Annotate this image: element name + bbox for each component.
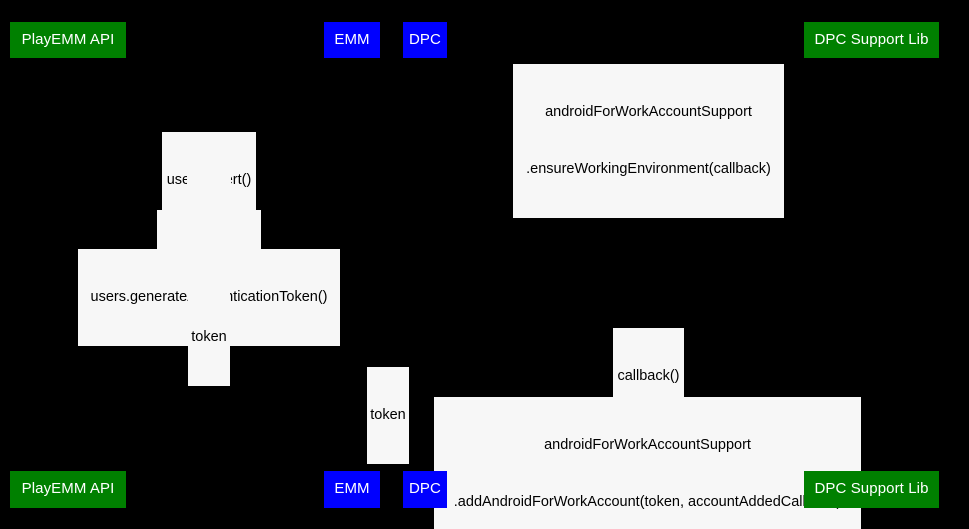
message-line-1: callback(): [617, 368, 680, 384]
message-line-1: androidForWorkAccountSupport: [544, 437, 751, 453]
message-line-1: androidForWorkAccountSupport: [545, 104, 752, 120]
message-line-2: .ensureWorkingEnvironment(callback): [526, 161, 771, 177]
participant-bottom-dpc-support-lib[interactable]: DPC Support Lib: [804, 471, 939, 508]
message-line-2: .addAndroidForWorkAccount(token, account…: [453, 494, 842, 510]
participant-bottom-dpc[interactable]: DPC: [403, 471, 447, 508]
message-line-1: token: [370, 407, 406, 423]
message-label-token-1: token: [188, 289, 230, 386]
message-line-1: token: [191, 329, 227, 345]
participant-bottom-playemm-api[interactable]: PlayEMM API: [10, 471, 126, 508]
message-label-token-2: token: [367, 367, 409, 464]
participant-top-dpc[interactable]: DPC: [403, 22, 447, 58]
participant-top-emm[interactable]: EMM: [324, 22, 380, 58]
participant-top-dpc-support-lib[interactable]: DPC Support Lib: [804, 22, 939, 58]
participant-bottom-emm[interactable]: EMM: [324, 471, 380, 508]
message-label-add-android-for-work-account: androidForWorkAccountSupport .addAndroid…: [434, 397, 861, 529]
participant-top-playemm-api[interactable]: PlayEMM API: [10, 22, 126, 58]
message-label-ensure-working-environment: androidForWorkAccountSupport .ensureWork…: [513, 64, 784, 218]
